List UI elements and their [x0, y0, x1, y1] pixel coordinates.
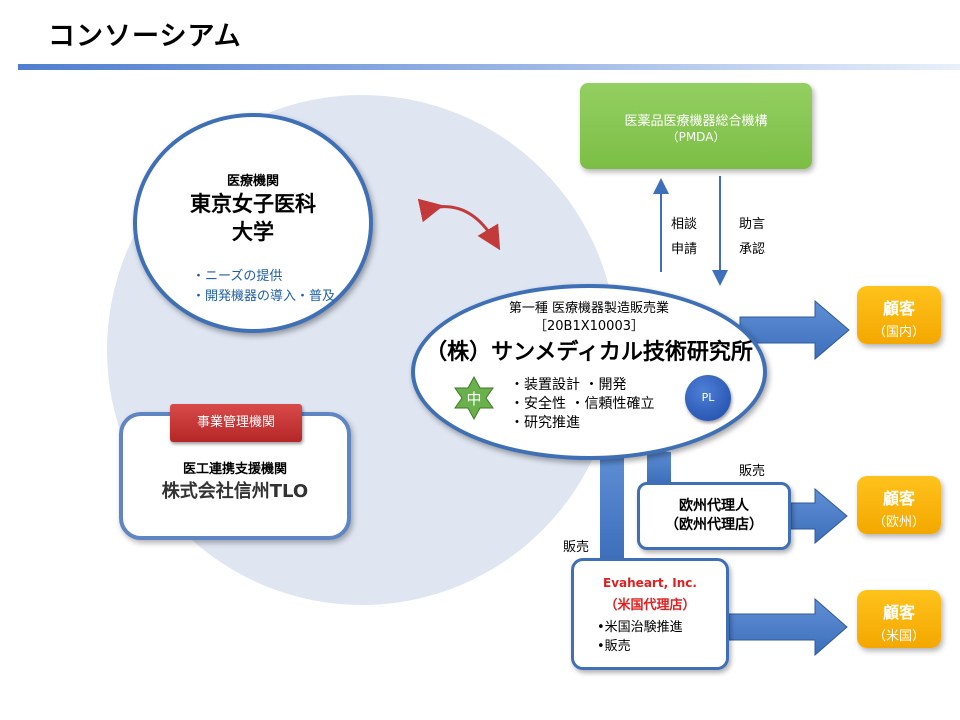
label-sales-eu: 販売	[739, 464, 766, 479]
page-title: コンソーシアム	[48, 21, 242, 52]
us-agent-activity-1: •米国治験推進	[597, 620, 683, 635]
management-tag: 事業管理機関	[170, 404, 302, 442]
pmda-abbr: （PMDA）	[666, 130, 726, 144]
label-advice: 助言	[739, 217, 766, 232]
company-license-code: ［20B1X10003］	[534, 319, 644, 334]
customer-label: 顧客	[882, 489, 915, 508]
collaboration-arrow	[417, 198, 501, 251]
star-badge-icon: 中	[454, 376, 494, 420]
star-badge-label: 中	[466, 390, 481, 408]
university-circle	[133, 113, 373, 333]
customer-label: 顧客	[882, 299, 915, 318]
pl-badge: PL	[685, 375, 731, 421]
trunk-to-us	[600, 452, 624, 560]
eu-agent-line2: （欧州代理店）	[665, 517, 763, 533]
us-agent-name: Evaheart, Inc.	[603, 576, 697, 590]
customer-domestic: 顧客 （国内）	[857, 286, 941, 344]
university-role-1: ・ニーズの提供	[192, 269, 283, 284]
tlo-kind: 医工連携支援機関	[182, 462, 287, 477]
us-agent-role: （米国代理店）	[604, 598, 696, 613]
pmda-advice-arrow	[712, 176, 728, 286]
customer-region: （米国）	[872, 629, 925, 644]
pmda-name: 医薬品医療機器総合機構	[624, 114, 768, 129]
pmda-box	[580, 83, 812, 169]
eu-agent-line1: 欧州代理人	[679, 498, 749, 514]
customer-label: 顧客	[882, 603, 915, 622]
us-agent-box	[571, 558, 729, 670]
university-name-line2: 大学	[232, 220, 274, 244]
label-approval: 承認	[739, 242, 766, 257]
arrow-to-eu	[790, 487, 848, 545]
label-sales-us: 販売	[563, 540, 590, 555]
company-activity-3: ・研究推進	[510, 415, 580, 431]
title-underline	[18, 64, 960, 70]
company-activity-1: ・装置設計 ・開発	[510, 377, 627, 393]
university-kind: 医療機関	[226, 174, 279, 189]
company-activity-2: ・安全性 ・信頼性確立	[510, 396, 655, 412]
company-name: （株）サンメディカル技術研究所	[425, 340, 753, 365]
us-agent-activity-2: •販売	[597, 639, 631, 654]
company-ellipse	[411, 284, 767, 460]
tlo-name: 株式会社信州TLO	[161, 481, 309, 502]
eu-agent-box	[637, 482, 791, 550]
trunk-to-eu	[647, 450, 671, 482]
label-consult: 相談	[671, 217, 698, 232]
company-license: 第一種 医療機器製造販売業	[508, 301, 670, 316]
customer-region: （欧州）	[872, 515, 925, 530]
arrow-to-us	[728, 597, 848, 657]
pmda-consult-arrow	[653, 178, 669, 272]
customer-usa: 顧客 （米国）	[857, 590, 941, 648]
customer-europe: 顧客 （欧州）	[857, 476, 941, 534]
university-role-2: ・開発機器の導入・普及	[192, 289, 336, 304]
university-name-line1: 東京女子医科	[190, 192, 316, 216]
customer-region: （国内）	[872, 325, 925, 340]
label-apply: 申請	[671, 242, 698, 257]
